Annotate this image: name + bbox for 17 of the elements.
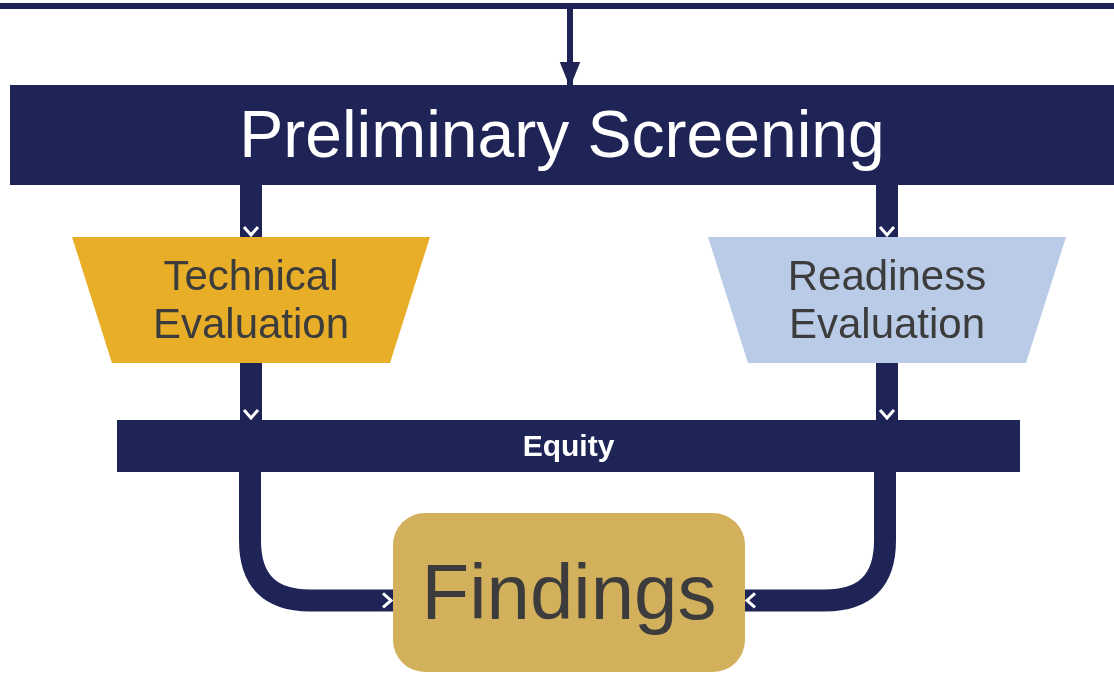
arrow bbox=[240, 185, 262, 237]
result-box bbox=[393, 513, 745, 672]
process-bar bbox=[10, 85, 1114, 185]
arrow bbox=[745, 472, 896, 612]
bar-label: Equity bbox=[522, 428, 615, 464]
arrow bbox=[0, 3, 1114, 88]
trapezoid-box bbox=[72, 237, 430, 363]
arrow bbox=[239, 472, 393, 612]
process-bar bbox=[117, 420, 1020, 472]
node-label: Technical Evaluation bbox=[151, 251, 351, 349]
arrow bbox=[240, 363, 262, 420]
arrow bbox=[876, 363, 898, 420]
node-label: Findings bbox=[421, 547, 717, 638]
node-label: Preliminary Screening bbox=[239, 97, 885, 173]
trapezoid-box bbox=[708, 237, 1066, 363]
arrow bbox=[876, 185, 898, 237]
node-label: Readiness Evaluation bbox=[786, 251, 988, 349]
